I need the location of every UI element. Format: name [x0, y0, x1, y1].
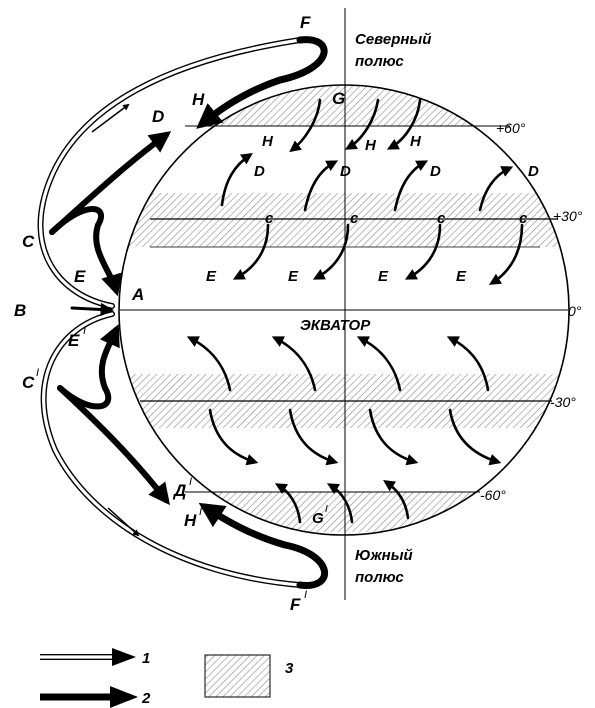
arrow-S-down1 [208, 408, 259, 466]
arrow-S-down2 [288, 408, 339, 466]
north-pole-label-2: полюс [355, 53, 404, 70]
light-arc-south [40, 311, 303, 588]
arrow-H1 [289, 98, 322, 153]
arrow-S-up3 [356, 336, 402, 392]
south-pole-label-1: Южный [355, 547, 413, 564]
legend-label-2: 2 [141, 690, 151, 707]
cell-label-E2: E [288, 268, 299, 285]
north-pole-label-1: Северный [355, 31, 431, 48]
lat-label-zero: 0° [568, 303, 582, 319]
cell-label-H2: H [365, 137, 377, 154]
cell-label-D1: D [254, 163, 265, 180]
outer-light-arcs [37, 37, 303, 588]
cell-label-c1: c [265, 210, 274, 227]
flow-Cp-Ep [57, 324, 120, 410]
arrow-S-down3 [368, 408, 419, 466]
arrow-E3 [404, 223, 442, 280]
arrow-light-north [91, 103, 130, 133]
cell-label-E4: E [456, 268, 467, 285]
legend-label-3: 3 [285, 660, 294, 677]
label-F-prime-mark: I [304, 589, 307, 601]
label-C-prime: C [22, 373, 35, 392]
label-A: A [131, 285, 144, 304]
arrow-S-down4 [448, 408, 502, 466]
arrow-D1 [220, 153, 253, 207]
cell-label-D4: D [528, 163, 539, 180]
legend: 1 2 3 [40, 648, 294, 708]
flow-F-H [196, 36, 328, 129]
arrow-S-up4 [446, 336, 490, 392]
label-D-prime-mark: I [189, 476, 192, 488]
arrow-E2 [312, 223, 350, 280]
arrow-S-up1 [186, 336, 232, 392]
legend-label-1: 1 [142, 650, 150, 667]
north-cell-arrows [220, 98, 524, 285]
dark-flows [49, 36, 328, 589]
label-D-outer: D [152, 107, 164, 126]
flow-Cp-Dp [57, 385, 170, 506]
arrow-E1 [232, 223, 270, 280]
cell-label-c3: c [437, 210, 446, 227]
arrow-D4 [478, 166, 514, 212]
cell-label-H1: H [262, 133, 274, 150]
arrow-H3 [386, 98, 422, 150]
label-H-prime: H [184, 511, 197, 530]
label-G-prime-mark: I [325, 504, 328, 515]
arrow-H2 [344, 98, 380, 150]
equator-label: ЭКВАТОР [300, 317, 371, 334]
lat-label-p60: +60° [496, 120, 526, 136]
arrow-S-up2 [271, 336, 317, 392]
hatched-zones [119, 85, 569, 532]
cell-label-D2: D [340, 163, 351, 180]
globe-outline [118, 84, 570, 536]
label-B: B [14, 301, 26, 320]
arrow-D3 [393, 160, 429, 212]
south-cell-arrows [186, 336, 502, 524]
label-H-outer: H [192, 90, 205, 109]
flow-B-A [70, 302, 115, 317]
legend-hatch-swatch [204, 654, 271, 698]
label-E-outer: E [74, 267, 86, 286]
label-E-prime: E [68, 331, 80, 350]
label-F-prime: F [290, 595, 301, 614]
south-pole-label-2: полюс [355, 569, 404, 586]
arrow-E4 [489, 223, 524, 285]
cell-label-D3: D [430, 163, 441, 180]
arrow-light-south [107, 507, 140, 537]
label-H-prime-mark: I [199, 506, 202, 518]
flow-Fp-Hp [198, 502, 328, 589]
label-D-prime: Д [172, 481, 186, 500]
label-C: C [22, 232, 35, 251]
lat-label-m60: -60° [480, 487, 506, 503]
arrow-G1 [274, 483, 302, 524]
cell-label-c2: c [350, 210, 359, 227]
label-C-prime-mark: I [36, 367, 39, 379]
flow-C-E [49, 206, 122, 297]
cell-label-E3: E [378, 268, 389, 285]
arrow-G2 [326, 483, 354, 524]
label-E-prime-mark: I [83, 325, 86, 337]
arrow-D2 [303, 160, 339, 212]
subtropic-zone-north [119, 193, 569, 247]
cell-label-c4: c [519, 210, 528, 227]
cell-label-H3: H [410, 133, 422, 150]
arrow-G3 [383, 480, 410, 520]
lat-label-m30: -30° [550, 394, 576, 410]
label-G-prime: G [312, 510, 324, 527]
label-F: F [300, 13, 311, 32]
lat-label-p30: +30° [553, 208, 583, 224]
label-G: G [332, 89, 345, 108]
cell-label-E1: E [206, 268, 217, 285]
